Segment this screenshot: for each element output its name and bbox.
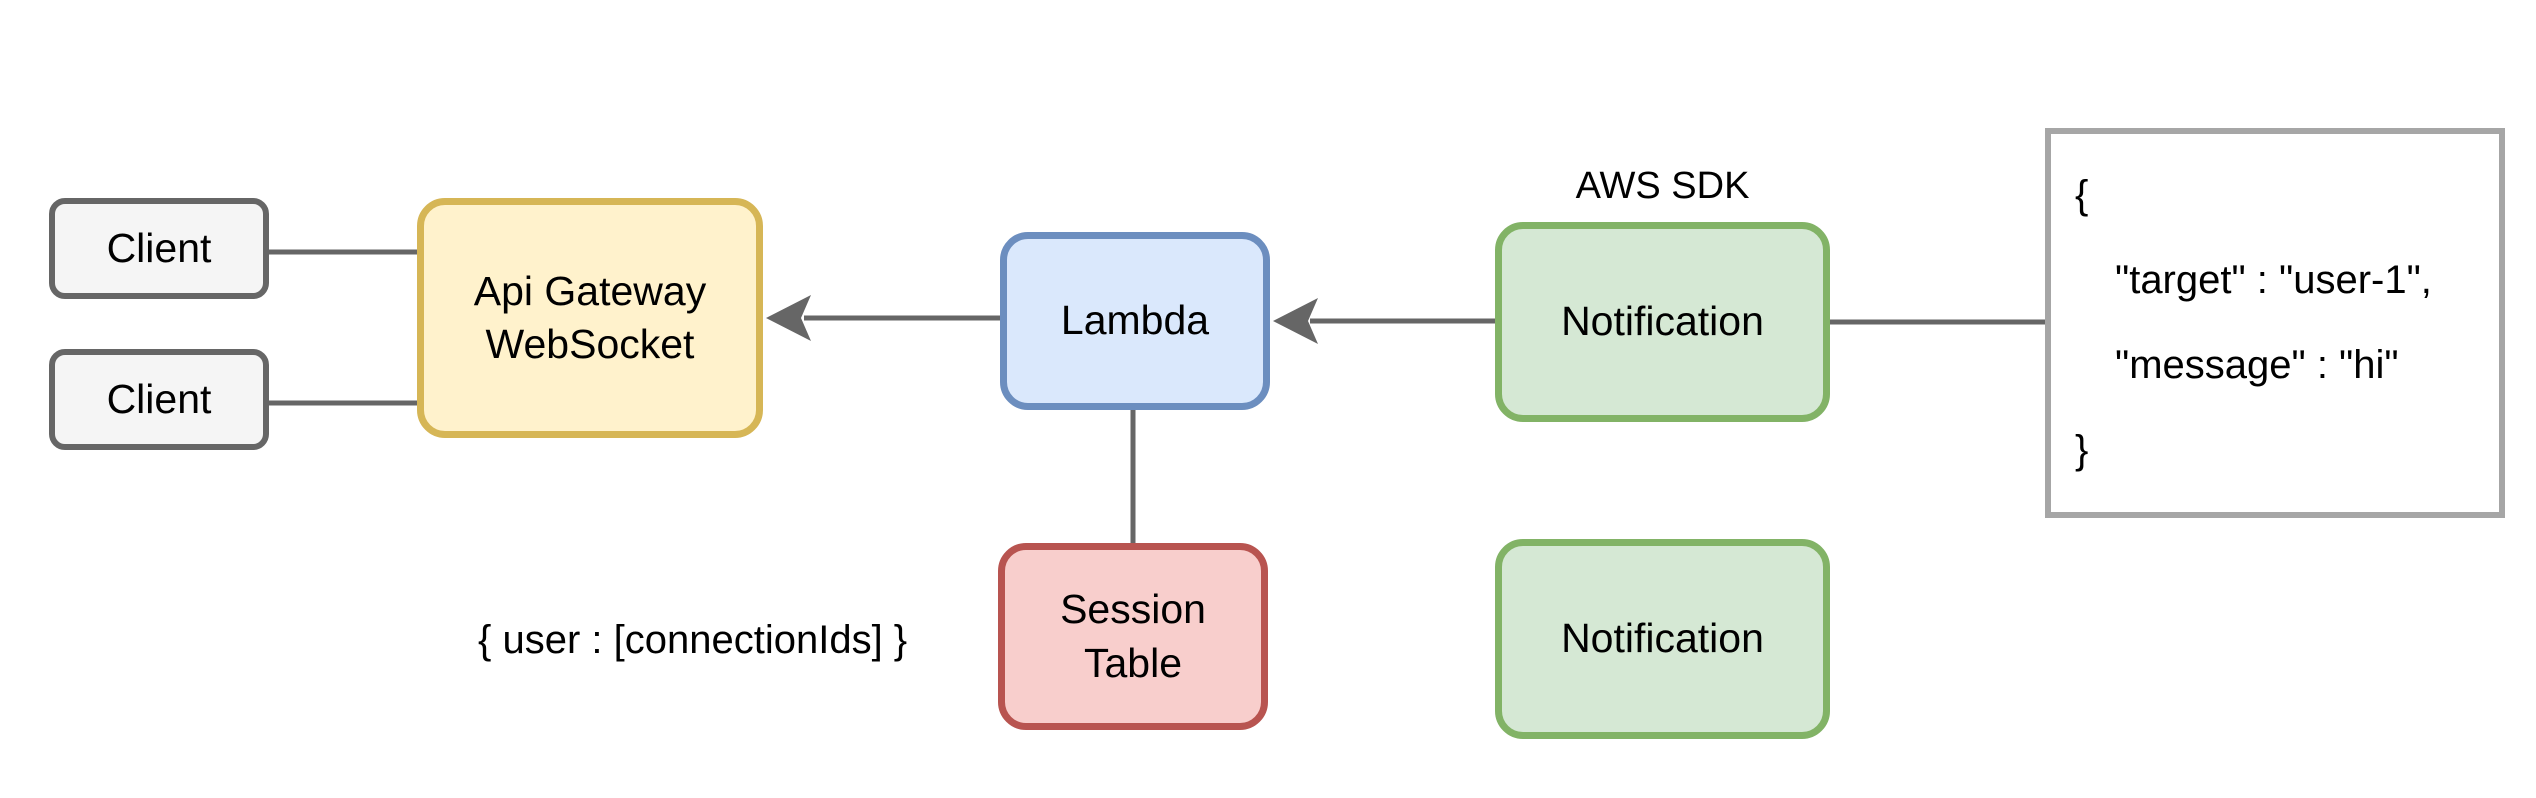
- arrowhead-lambda-to-gateway-icon: [766, 295, 811, 341]
- session-schema-label: { user : [connectionIds] }: [478, 618, 908, 662]
- node-session-table: Session Table: [998, 543, 1268, 730]
- node-client-1: Client: [49, 198, 269, 299]
- node-lambda-label: Lambda: [1060, 297, 1210, 344]
- node-notification-main: Notification: [1495, 222, 1830, 422]
- json-payload-block: { "target" : "user-1", "message" : "hi" …: [2045, 128, 2505, 518]
- arrowhead-notification-to-lambda-icon: [1273, 298, 1318, 344]
- node-api-gateway-websocket: Api Gateway WebSocket: [417, 198, 763, 438]
- node-lambda: Lambda: [1000, 232, 1270, 410]
- json-payload-line: }: [2075, 428, 2089, 472]
- node-session-table-label: Session Table: [1060, 586, 1206, 686]
- aws-sdk-label: AWS SDK: [1575, 165, 1750, 207]
- node-notification-secondary-label: Notification: [1561, 615, 1764, 662]
- node-client-1-label: Client: [106, 224, 212, 271]
- node-client-2: Client: [49, 349, 269, 450]
- json-payload-line: "message" : "hi": [2115, 343, 2399, 387]
- json-payload-line: {: [2075, 173, 2089, 217]
- node-notification-secondary: Notification: [1495, 539, 1830, 739]
- node-client-2-label: Client: [106, 375, 212, 422]
- node-api-gateway-websocket-label: Api Gateway WebSocket: [473, 267, 707, 367]
- node-notification-main-label: Notification: [1561, 298, 1764, 345]
- json-payload-line: "target" : "user-1",: [2115, 258, 2432, 302]
